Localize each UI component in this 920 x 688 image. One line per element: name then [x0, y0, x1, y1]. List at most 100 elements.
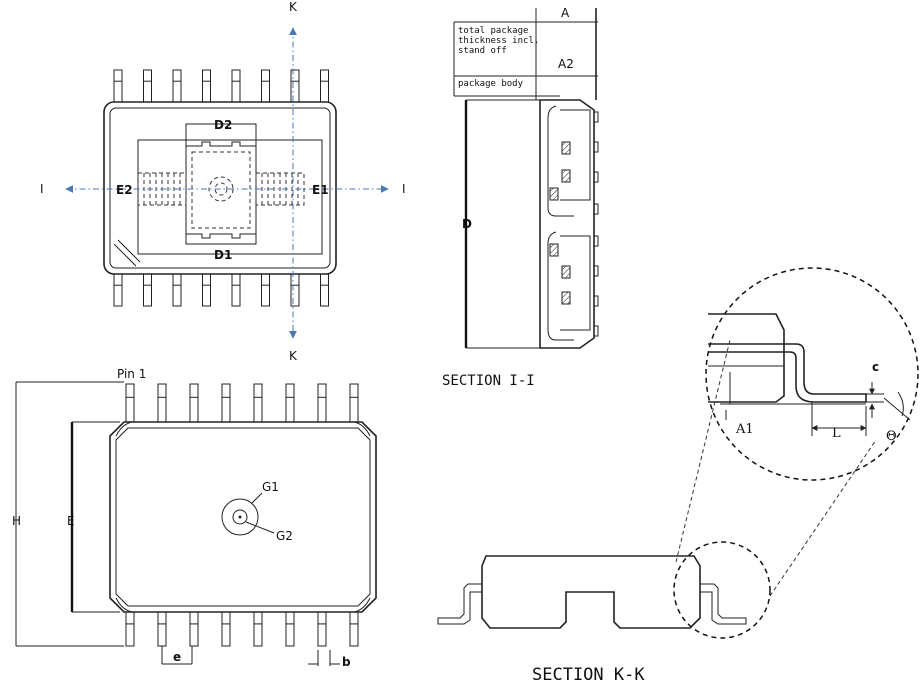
section-i-lugs	[593, 111, 599, 337]
die-pad	[185, 141, 257, 239]
top-lead	[113, 273, 123, 307]
dim-a1-label: A1	[735, 422, 754, 437]
top-lead	[113, 69, 123, 103]
dim-c-label: c	[872, 360, 879, 374]
g1-circle	[221, 498, 259, 536]
section-k-view: c A1 L Θ SECTION K-K	[437, 267, 919, 685]
section-i-lug	[593, 325, 599, 337]
dim-e2-label: E2	[116, 183, 133, 197]
bottom-lead	[317, 611, 327, 647]
section-i-view: total package thickness incl. stand off …	[442, 6, 599, 389]
bottom-package-body	[109, 421, 377, 613]
hatch-4	[549, 243, 559, 257]
bottom-lead	[349, 611, 359, 647]
section-i-lug	[593, 171, 599, 183]
top-lead	[231, 69, 241, 103]
bottom-lead	[125, 383, 135, 423]
bottom-lead	[285, 611, 295, 647]
bottom-lead	[349, 383, 359, 423]
dim-theta-label: Θ	[886, 429, 897, 444]
die-pad-inner	[191, 151, 251, 229]
section-k-lead-right	[700, 583, 747, 625]
dim-a2-label: A2	[558, 57, 574, 71]
detail-body	[708, 313, 785, 403]
top-lead	[172, 69, 182, 103]
section-i-lug	[593, 203, 599, 215]
dim-a-label: A	[561, 6, 570, 20]
section-i-cavity	[547, 105, 574, 341]
dim-l-label: L	[832, 426, 841, 441]
top-lead	[172, 273, 182, 307]
hatch-2	[561, 169, 571, 183]
dim-d2-label: D2	[214, 118, 232, 132]
top-view: K K I I D2 D1 E2 E1	[40, 0, 406, 363]
detail-marker-circle	[673, 541, 771, 639]
pin1-chamfer	[113, 243, 137, 267]
section-i-lug	[593, 235, 599, 247]
section-i-lug	[593, 141, 599, 153]
dim-g1-label: G1	[262, 480, 279, 494]
top-lead	[261, 273, 270, 307]
note-body: package body	[458, 79, 524, 89]
top-leads-upper	[113, 69, 329, 103]
detail-zoom-circle	[705, 267, 919, 481]
top-lead	[261, 69, 270, 103]
d2-outline	[185, 123, 257, 245]
bottom-lead	[157, 611, 167, 647]
section-i-leadframe	[560, 109, 591, 331]
section-i-profile	[539, 99, 595, 349]
note-total-2: thickness incl.	[458, 36, 539, 46]
bottom-package-inner	[115, 427, 371, 607]
hatch-5	[561, 265, 571, 279]
top-lead	[202, 273, 211, 307]
dim-e-pitch-label: e	[173, 650, 181, 664]
dim-d-label: D	[462, 217, 472, 231]
bottom-lead	[253, 611, 263, 647]
dim-h-label: H	[12, 514, 21, 528]
dim-g2-label: G2	[276, 529, 293, 543]
bottom-lead	[157, 383, 167, 423]
axis-k-top-label: K	[289, 0, 298, 14]
bottom-lead	[125, 611, 135, 647]
top-lead	[290, 273, 300, 307]
dim-e1-label: E1	[312, 183, 329, 197]
g2-circle	[232, 509, 248, 525]
top-lead	[320, 69, 329, 103]
dim-d1-label: D1	[214, 248, 232, 262]
bottom-lead	[189, 383, 199, 423]
section-i-title: SECTION I-I	[442, 373, 535, 389]
section-k-lead-left	[437, 583, 482, 625]
bottom-lead	[221, 611, 231, 647]
section-k-body	[481, 555, 701, 629]
hatch-3	[549, 187, 559, 201]
axis-i-left-label: I	[40, 182, 44, 196]
section-i-lug	[593, 265, 599, 277]
dim-e-label: E	[67, 514, 75, 528]
bottom-lead	[189, 611, 199, 647]
top-lead	[320, 273, 329, 307]
dim-b-label: b	[342, 655, 351, 669]
detail-lead	[708, 343, 867, 403]
bottom-leads-lower	[125, 611, 359, 647]
top-lead	[231, 273, 241, 307]
bottom-lead	[317, 383, 327, 423]
note-total-1: total package	[458, 26, 528, 36]
section-k-title: SECTION K-K	[532, 665, 645, 685]
bottom-lead	[221, 383, 231, 423]
section-i-lug	[593, 111, 599, 123]
top-lead	[143, 69, 152, 103]
top-lead	[143, 273, 152, 307]
hatch-6	[561, 291, 571, 305]
section-i-lug	[593, 295, 599, 307]
bottom-view: G1 G2 H E Pin 1 e b	[12, 367, 377, 669]
note-total-3: stand off	[458, 46, 507, 56]
bottom-lead	[285, 383, 295, 423]
top-leads-lower	[113, 273, 329, 307]
bottom-lead	[253, 383, 263, 423]
pin1-chamfer-2	[117, 239, 141, 263]
top-lead	[290, 69, 300, 103]
bottom-leads-upper	[125, 383, 359, 423]
hatch-1	[561, 141, 571, 155]
pin1-label: Pin 1	[117, 367, 146, 381]
